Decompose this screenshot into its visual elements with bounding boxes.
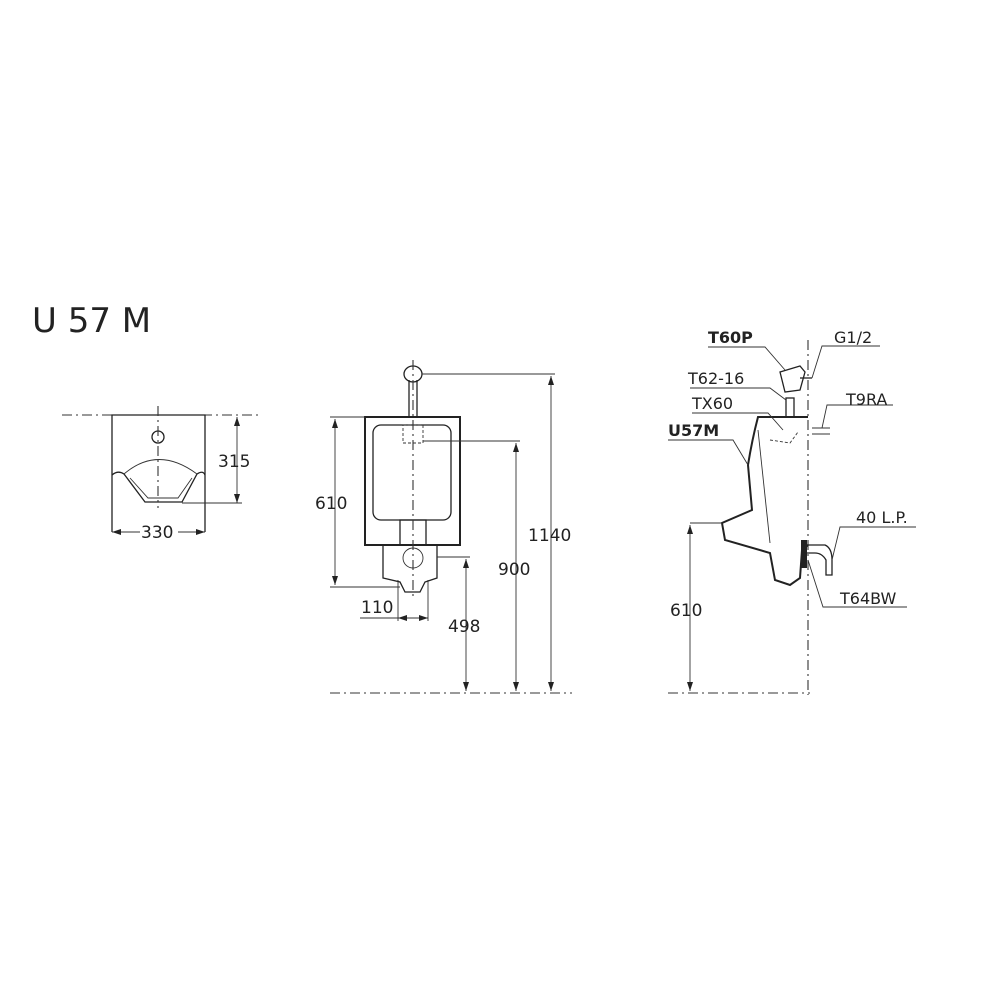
label-flush-valve: T60P — [708, 328, 753, 347]
label-spud: TX60 — [691, 394, 733, 413]
front-height-dim: 610 — [315, 494, 347, 514]
label-supply: G1/2 — [834, 328, 872, 347]
spud-height-dim: 900 — [498, 560, 530, 580]
label-outlet: T64BW — [839, 589, 897, 608]
valve-height-dim: 1140 — [528, 526, 571, 546]
front-view: 610 1140 900 498 110 — [315, 360, 572, 694]
rim-height-dim: 610 — [670, 601, 702, 621]
label-trap: 40 L.P. — [856, 508, 908, 527]
top-width-dim: 330 — [141, 523, 173, 543]
offset-dim: 110 — [361, 598, 393, 618]
label-stop: T9RA — [845, 390, 887, 409]
top-depth-dim: 315 — [218, 452, 250, 472]
label-model: U57M — [668, 421, 719, 440]
drawing-title: U 57 M — [32, 301, 151, 341]
top-view: 315 330 — [62, 406, 258, 543]
label-pipe: T62-16 — [687, 369, 744, 388]
outlet-height-dim: 498 — [448, 617, 480, 637]
side-view: 610 T60P G1/2 T62-16 TX60 U57M T9RA 40 L… — [668, 328, 916, 695]
